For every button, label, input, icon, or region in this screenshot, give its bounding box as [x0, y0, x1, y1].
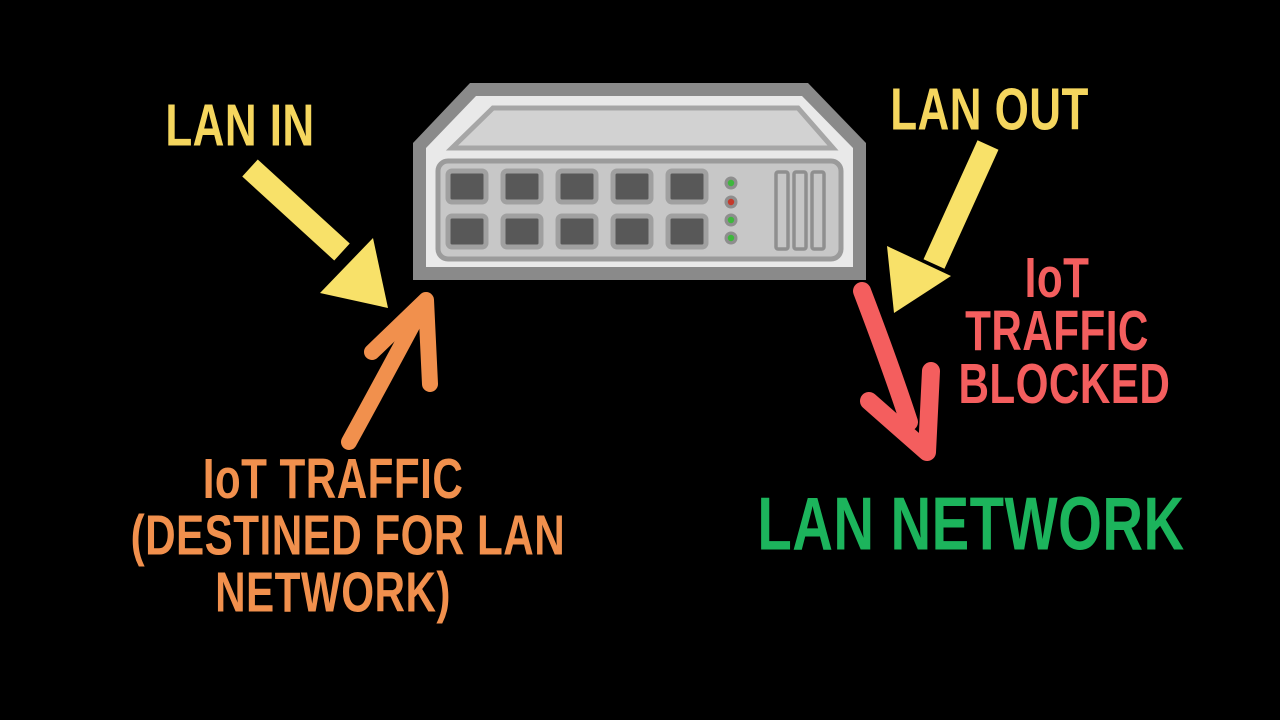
- led-indicator: [727, 179, 735, 187]
- vent-slat: [810, 170, 826, 251]
- iot-traffic-arrow: [341, 292, 438, 450]
- led-indicator: [727, 234, 735, 242]
- led-indicator: [727, 198, 735, 206]
- switch-lid: [445, 105, 839, 151]
- iot-destined-line-2: (DESTINED FOR LAN: [130, 505, 566, 568]
- vent-slat: [774, 170, 790, 251]
- iot-blocked-line-3: BLOCKED: [958, 353, 1171, 417]
- ethernet-port: [665, 213, 709, 250]
- ethernet-port: [555, 213, 599, 250]
- ethernet-port: [665, 168, 709, 205]
- ethernet-port: [500, 168, 544, 205]
- lan-in-arrow: [242, 159, 388, 308]
- ethernet-port-grid: [445, 168, 709, 250]
- iot-blocked-line-1: IoT: [1024, 247, 1090, 310]
- lan-in-label: LAN IN: [165, 92, 315, 159]
- ethernet-port: [610, 213, 654, 250]
- iot-blocked-arrow: [853, 282, 940, 461]
- ethernet-port: [445, 213, 489, 250]
- vent-slat: [792, 170, 808, 251]
- network-switch-illustration: [413, 83, 866, 280]
- vent-grille: [774, 170, 826, 251]
- lan-network-label: LAN NETWORK: [757, 481, 1185, 567]
- lan-out-label: LAN OUT: [890, 76, 1089, 143]
- iot-blocked-line-2: TRAFFIC: [965, 300, 1149, 363]
- ethernet-port: [500, 213, 544, 250]
- ethernet-port: [610, 168, 654, 205]
- iot-traffic-blocked-label: IoT TRAFFIC BLOCKED: [958, 247, 1171, 417]
- led-column: [724, 176, 738, 245]
- led-indicator: [727, 216, 735, 224]
- ethernet-port: [555, 168, 599, 205]
- iot-destined-line-3: NETWORK): [215, 561, 451, 625]
- iot-destined-line-1: IoT TRAFFIC: [202, 448, 464, 511]
- ethernet-port: [445, 168, 489, 205]
- iot-traffic-destined-label: IoT TRAFFIC (DESTINED FOR LAN NETWORK): [130, 448, 566, 625]
